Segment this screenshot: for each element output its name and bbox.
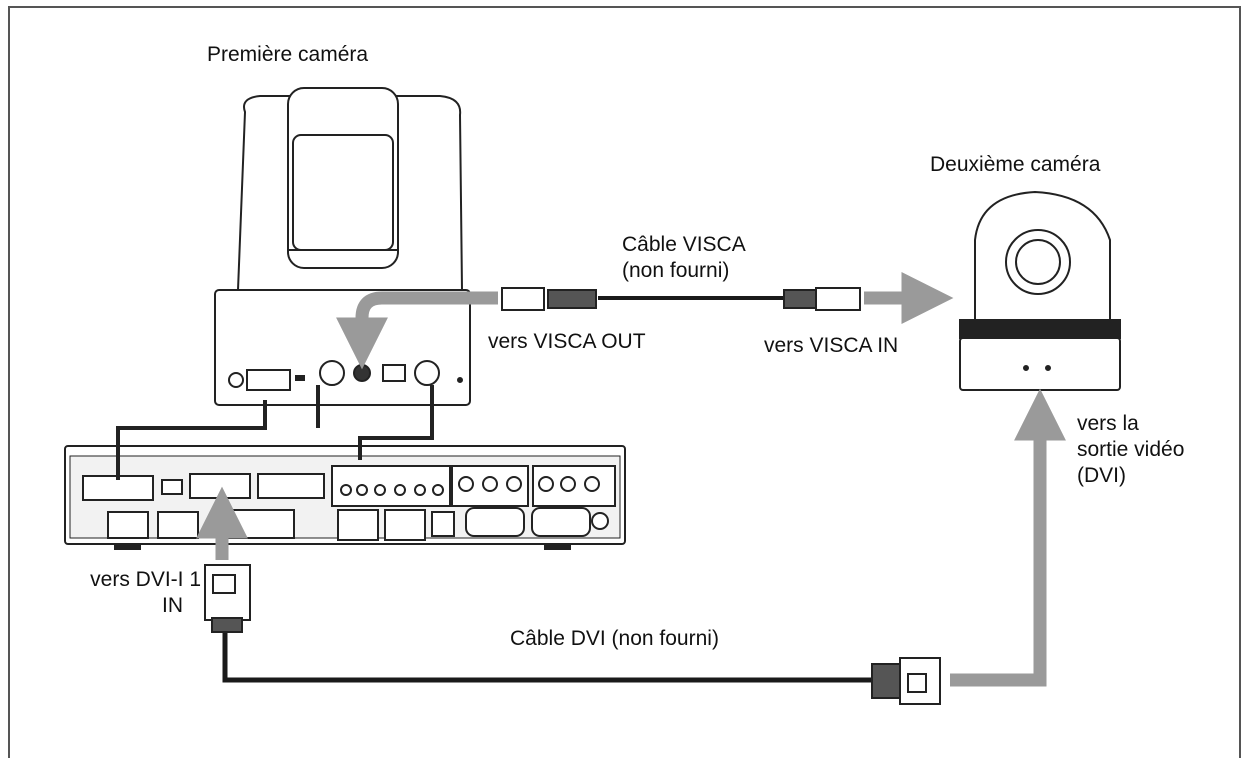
visca-cable-label: Câble VISCA (non fourni) (622, 232, 746, 284)
dvi-in-label-line2: IN (162, 594, 183, 617)
visca-out-label: vers VISCA OUT (488, 330, 646, 353)
visca-connector-left (501, 287, 597, 311)
dvi-connector-left (204, 564, 251, 633)
first-camera (214, 87, 471, 406)
first-camera-label: Première caméra (207, 43, 369, 66)
dvi-cable-label: Câble DVI (non fourni) (510, 627, 719, 650)
visca-cable-label-line2: (non fourni) (622, 259, 730, 282)
camera-codec-cables (116, 385, 434, 480)
dvi-in-label-line1: vers DVI-I 1 (90, 568, 201, 591)
video-output-label-line2: sortie vidéo (1077, 438, 1185, 461)
dvi-cable (204, 564, 941, 705)
diagram-frame (8, 6, 1241, 758)
codec-unit (64, 445, 626, 550)
video-output-label: vers la sortie vidéo (DVI) (1077, 411, 1184, 489)
second-camera-label: Deuxième caméra (930, 153, 1101, 176)
dvi-connector-right (871, 657, 941, 705)
video-output-label-line3: (DVI) (1077, 464, 1126, 487)
visca-in-label: vers VISCA IN (764, 334, 899, 357)
signal-arrows (196, 272, 1066, 687)
second-camera (959, 190, 1121, 391)
dvi-in-label: vers DVI-I 1 IN (31, 567, 201, 619)
visca-cable-label-line1: Câble VISCA (622, 233, 746, 256)
video-output-label-line1: vers la (1077, 412, 1139, 435)
arrow-from-dvi-output (950, 388, 1066, 687)
visca-cable (501, 287, 861, 311)
visca-connector-right (783, 287, 861, 311)
arrow-to-visca-out (336, 291, 498, 370)
